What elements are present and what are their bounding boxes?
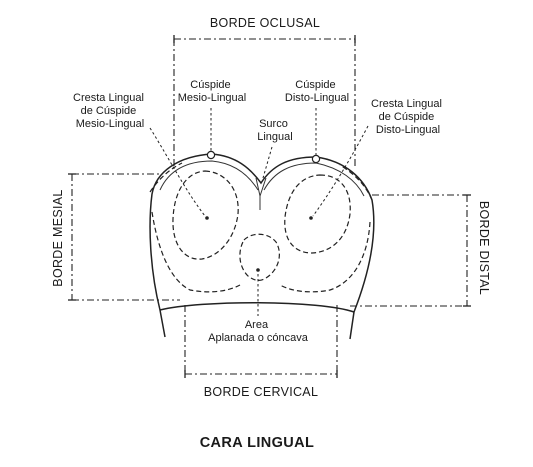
mesial-border-label: BORDE MESIAL bbox=[51, 189, 65, 286]
cresta-mesio-label: Cresta Lingual de Cúspide Mesio-Lingual bbox=[73, 92, 147, 130]
distal-marginal-ridge bbox=[279, 164, 373, 293]
tooth-crown bbox=[149, 153, 375, 340]
cusp-ridges bbox=[149, 162, 373, 293]
occlusal-border-label: BORDE OCLUSAL bbox=[210, 16, 320, 30]
occlusal-bracket bbox=[173, 35, 356, 168]
figure-caption: CARA LINGUAL bbox=[200, 435, 315, 451]
distal-border-label: BORDE DISTAL bbox=[477, 201, 491, 295]
distal-bracket bbox=[350, 194, 471, 307]
cervical-bracket bbox=[184, 305, 338, 378]
mesio-lingual-cusp-tip bbox=[206, 150, 216, 160]
concave-area-point bbox=[256, 268, 260, 272]
cervical-border-label: BORDE CERVICAL bbox=[204, 385, 318, 399]
leader-lines bbox=[149, 108, 369, 316]
area-label: Area Aplanada o cóncava bbox=[208, 319, 309, 344]
cuspide-disto-label: Cúspide Disto-Lingual bbox=[285, 79, 349, 104]
disto-lingual-cusp-ridge bbox=[284, 174, 351, 254]
disto-lingual-cusp-tip bbox=[311, 154, 321, 164]
mesio-lingual-ridge-point bbox=[205, 216, 209, 220]
mesial-bracket bbox=[68, 173, 180, 301]
disto-lingual-ridge-point bbox=[309, 216, 313, 220]
mesial-marginal-ridge bbox=[149, 162, 241, 293]
cuspide-mesio-label: Cúspide Mesio-Lingual bbox=[178, 79, 246, 104]
concave-area-outline bbox=[239, 233, 280, 281]
mesio-lingual-cusp-ridge bbox=[172, 170, 239, 260]
surco-label: Surco Lingual bbox=[257, 118, 292, 143]
cresta-disto-label: Cresta Lingual de Cúspide Disto-Lingual bbox=[371, 98, 445, 136]
